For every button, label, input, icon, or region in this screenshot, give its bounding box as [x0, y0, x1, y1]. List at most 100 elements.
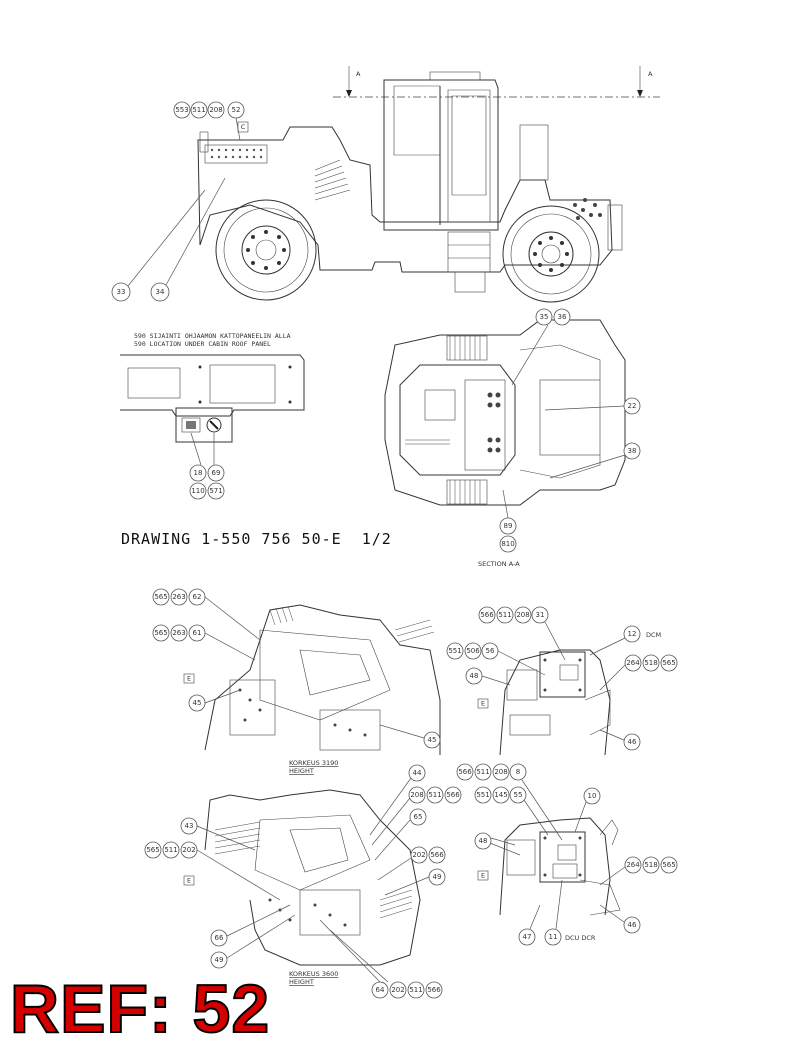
view-label-c: C — [241, 123, 246, 131]
svg-text:208: 208 — [410, 791, 423, 799]
svg-text:44: 44 — [413, 769, 422, 777]
svg-text:56: 56 — [486, 647, 495, 655]
svg-text:810: 810 — [501, 540, 514, 548]
view-label-e: E — [187, 877, 191, 885]
balloon: 48 — [465, 667, 483, 685]
svg-text:565: 565 — [662, 659, 675, 667]
balloon: 518 — [642, 654, 660, 672]
svg-text:511: 511 — [498, 611, 511, 619]
balloon: 38 — [623, 442, 641, 460]
svg-text:553: 553 — [175, 106, 188, 114]
balloon: 511 — [426, 786, 444, 804]
svg-text:8: 8 — [516, 768, 520, 776]
panel-note-fi: 590 SIJAINTI OHJAAMON KATTOPANEELIN ALLA — [134, 332, 291, 340]
balloon: 10 — [583, 787, 601, 805]
balloon: 89 — [499, 517, 517, 535]
svg-text:33: 33 — [117, 288, 126, 296]
balloon: 566 — [428, 846, 446, 864]
balloon: 56 — [481, 642, 499, 660]
svg-text:264: 264 — [626, 659, 640, 667]
svg-text:65: 65 — [414, 813, 423, 821]
section-label: SECTION A-A — [478, 560, 520, 568]
svg-text:36: 36 — [558, 313, 567, 321]
balloon: 43 — [180, 817, 198, 835]
balloon: 202 — [389, 981, 407, 999]
svg-text:45: 45 — [428, 736, 437, 744]
svg-text:35: 35 — [540, 313, 549, 321]
svg-text:518: 518 — [644, 659, 657, 667]
balloon: 553 — [173, 101, 191, 119]
balloon: 511 — [496, 606, 514, 624]
balloon: 565 — [144, 841, 162, 859]
balloon: 66 — [210, 929, 228, 947]
balloon: 566 — [456, 763, 474, 781]
detail-view-top-left: E KORKEUS 3190 HEIGHT 565 263 62 565 263… — [152, 588, 441, 775]
height-label-fi: KORKEUS 3190 — [289, 759, 338, 767]
balloon: 46 — [623, 916, 641, 934]
balloon: 511 — [474, 763, 492, 781]
balloon: 565 — [660, 654, 678, 672]
balloon: 810 — [499, 535, 517, 553]
svg-text:208: 208 — [209, 106, 222, 114]
balloon-12: 12 — [623, 625, 641, 643]
svg-text:518: 518 — [644, 861, 657, 869]
svg-text:511: 511 — [428, 791, 441, 799]
balloon: 566 — [425, 981, 443, 999]
balloon: 47 — [518, 928, 536, 946]
svg-text:66: 66 — [215, 934, 224, 942]
balloon: 263 — [170, 624, 188, 642]
height-label-en: HEIGHT — [289, 978, 314, 986]
detail-view-bottom-left: E KORKEUS 3600 HEIGHT 44 208 511 566 65 … — [144, 764, 462, 999]
height-label-fi: KORKEUS 3600 — [289, 970, 338, 978]
svg-text:566: 566 — [446, 791, 460, 799]
balloon: 565 — [152, 624, 170, 642]
svg-text:18: 18 — [194, 469, 203, 477]
svg-text:511: 511 — [164, 846, 177, 854]
svg-text:565: 565 — [154, 629, 167, 637]
svg-text:49: 49 — [433, 873, 442, 881]
svg-text:202: 202 — [182, 846, 195, 854]
balloon: 22 — [623, 397, 641, 415]
svg-text:263: 263 — [172, 593, 185, 601]
balloon: 62 — [188, 588, 206, 606]
svg-text:55: 55 — [514, 791, 523, 799]
balloon: 264 — [624, 654, 642, 672]
svg-text:511: 511 — [192, 106, 205, 114]
panel-location-view: 590 SIJAINTI OHJAAMON KATTOPANEELIN ALLA… — [120, 332, 305, 500]
svg-text:571: 571 — [209, 487, 222, 495]
dcu-label: DCU DCR — [565, 934, 596, 942]
balloon: 264 — [624, 856, 642, 874]
svg-text:64: 64 — [376, 986, 385, 994]
balloon: 551 — [474, 786, 492, 804]
balloon: 518 — [642, 856, 660, 874]
svg-text:145: 145 — [494, 791, 507, 799]
svg-text:43: 43 — [185, 822, 194, 830]
section-a-a-view: SECTION A-A 35 36 22 38 89 810 — [384, 308, 641, 568]
svg-text:566: 566 — [430, 851, 444, 859]
balloon: 8 — [509, 763, 527, 781]
svg-text:31: 31 — [536, 611, 545, 619]
svg-text:565: 565 — [154, 593, 167, 601]
view-label-e: E — [481, 872, 485, 880]
balloon: 49 — [428, 868, 446, 886]
balloon: 69 — [207, 464, 225, 482]
svg-text:10: 10 — [588, 792, 597, 800]
svg-text:208: 208 — [516, 611, 529, 619]
balloon: 55 — [509, 786, 527, 804]
svg-text:38: 38 — [628, 447, 637, 455]
ref-label: REF: 52 — [9, 971, 271, 1047]
svg-text:566: 566 — [458, 768, 472, 776]
balloon: 11 — [544, 928, 562, 946]
dcm-label: DCM — [646, 631, 661, 639]
balloon: 65 — [409, 808, 427, 826]
svg-text:11: 11 — [549, 933, 558, 941]
side-view: A A — [111, 66, 660, 303]
drawing-title: DRAWING 1-550 756 50-E 1/2 — [121, 530, 392, 548]
svg-text:511: 511 — [409, 986, 422, 994]
panel-note-en: 590 LOCATION UNDER CABIN ROOF PANEL — [134, 340, 271, 348]
balloon: 18 — [189, 464, 207, 482]
balloon: 202 — [180, 841, 198, 859]
svg-text:46: 46 — [628, 738, 637, 746]
balloon: 45 — [188, 694, 206, 712]
balloon: 551 — [446, 642, 464, 660]
